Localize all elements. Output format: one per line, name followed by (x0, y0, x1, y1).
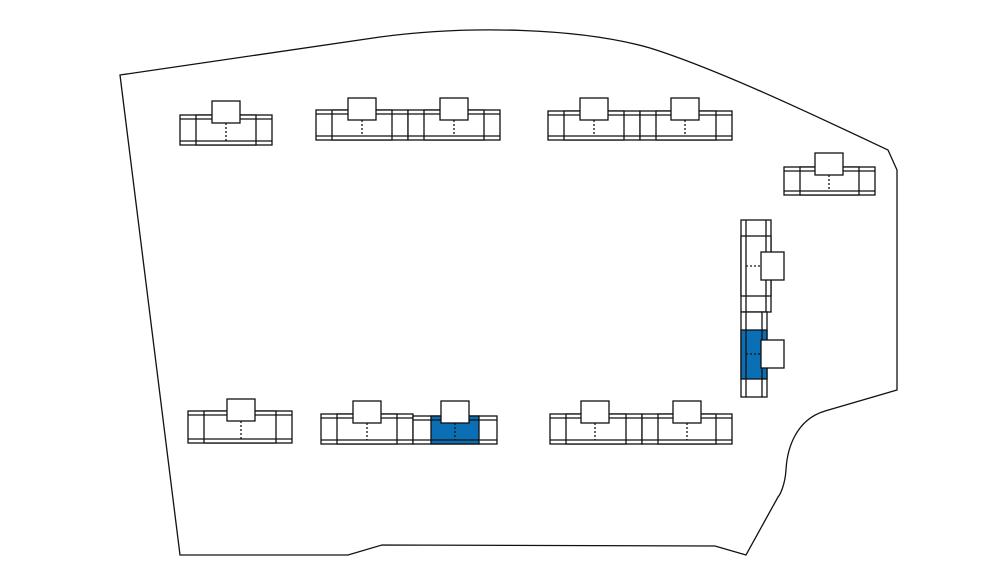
unit-table (579, 97, 609, 121)
unit-u4[interactable] (547, 97, 641, 141)
unit-u1[interactable] (179, 100, 273, 146)
unit-u11[interactable] (641, 400, 733, 445)
unit-table (814, 152, 844, 176)
unit-table (352, 400, 382, 424)
unit-table (670, 97, 700, 121)
unit-u12[interactable] (740, 219, 785, 313)
unit-u10[interactable] (549, 400, 643, 445)
unit-u9[interactable] (412, 400, 498, 445)
unit-u2[interactable] (315, 97, 409, 141)
unit-table (440, 400, 470, 424)
unit-table (580, 400, 610, 424)
floor-outline (119, 29, 898, 556)
unit-table (347, 97, 377, 121)
unit-u3[interactable] (407, 97, 501, 141)
unit-u5[interactable] (639, 97, 733, 141)
unit-table (760, 339, 785, 369)
unit-table (760, 251, 785, 281)
unit-table (439, 97, 469, 121)
unit-u13[interactable] (740, 311, 785, 398)
unit-table (226, 398, 256, 422)
unit-u7[interactable] (187, 398, 293, 444)
unit-u6[interactable] (783, 152, 876, 196)
unit-table (672, 400, 702, 424)
unit-u8[interactable] (320, 400, 414, 445)
unit-table (211, 100, 241, 124)
